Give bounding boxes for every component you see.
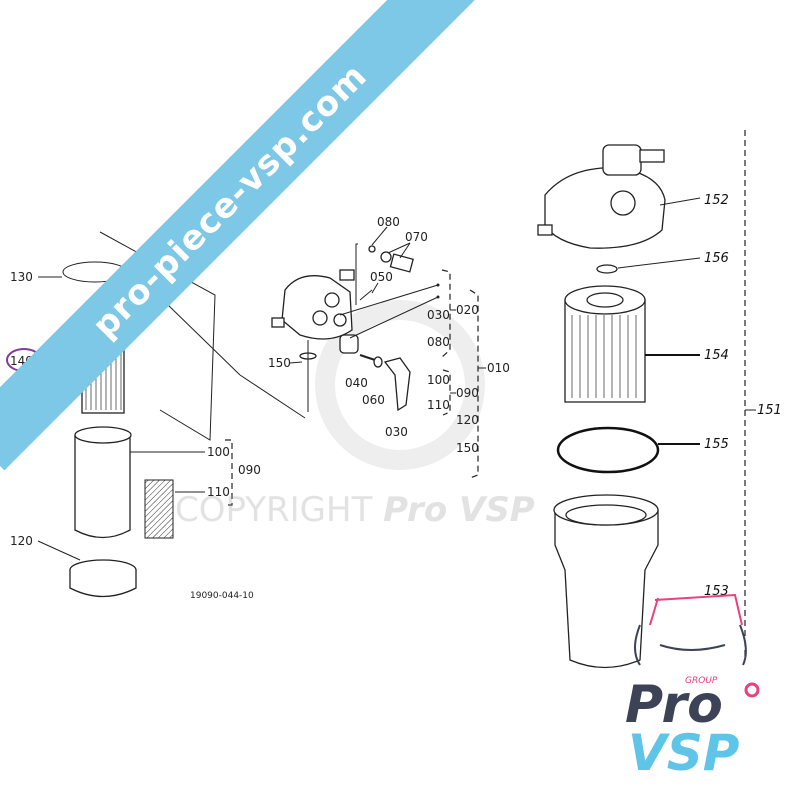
label-080: 080 [427, 335, 450, 349]
provsp-logo: GROUP Pro VSP [625, 593, 760, 782]
label-010: 010 [487, 361, 510, 375]
middle-filter-head [271, 243, 440, 412]
label-156: 156 [704, 251, 729, 266]
label-155: 155 [704, 437, 729, 452]
label-110: 110 [207, 485, 230, 499]
copyright-brand: Pro VSP [383, 490, 535, 530]
label-150: 150 [268, 356, 291, 370]
right-filter-assembly [537, 144, 666, 669]
logo-vsp: VSP [628, 724, 739, 782]
label-110: 110 [427, 398, 450, 412]
filter-bowl-100 [74, 435, 131, 539]
label-030: 030 [427, 308, 450, 322]
label-100: 100 [207, 445, 230, 459]
watermark-ring [315, 300, 485, 470]
label-090: 090 [456, 386, 479, 400]
label-050: 050 [370, 270, 393, 284]
label-152: 152 [704, 193, 729, 208]
label-151: 151 [757, 403, 782, 418]
label-060: 060 [362, 393, 385, 407]
label-030: 030 [385, 425, 408, 439]
label-100: 100 [427, 373, 450, 387]
label-110 [144, 479, 174, 539]
label-020: 020 [456, 303, 479, 317]
label-154: 154 [704, 348, 729, 363]
label-130: 130 [10, 270, 33, 284]
diagram-code: 19090-044-10 [190, 591, 254, 601]
left-filter-assembly [62, 231, 306, 598]
label-120: 120 [10, 534, 33, 548]
label-090: 090 [238, 463, 261, 477]
label-040: 040 [345, 376, 368, 390]
label-080: 080 [377, 215, 400, 229]
hex-nut-icon [744, 682, 760, 698]
logo-group: GROUP [685, 676, 718, 686]
logo-pro: Pro [625, 675, 723, 735]
label-070: 070 [405, 230, 428, 244]
copyright-watermark: COPYRIGHT Pro VSP [175, 490, 535, 530]
label-150: 150 [456, 441, 479, 455]
copyright-text: COPYRIGHT [175, 490, 373, 530]
label-120: 120 [456, 413, 479, 427]
